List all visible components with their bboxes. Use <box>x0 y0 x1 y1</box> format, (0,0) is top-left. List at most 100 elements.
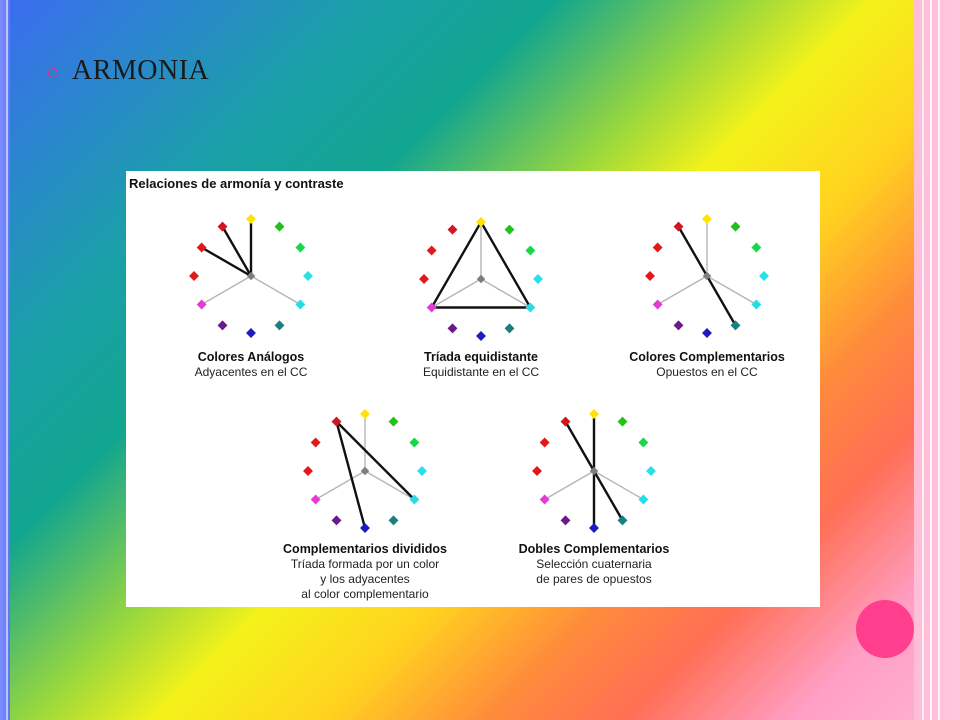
wheel-spoke <box>431 278 482 309</box>
hue-diamond <box>532 466 542 476</box>
hue-diamond <box>295 242 306 253</box>
harmony-line <box>429 219 533 309</box>
hue-diamond <box>274 320 285 331</box>
harmony-line <box>201 246 252 278</box>
hue-diamond <box>525 245 536 256</box>
harmony-line <box>335 421 367 529</box>
hue-diamond <box>426 245 437 256</box>
hue-diamond <box>646 466 656 476</box>
hue-diamond <box>476 217 486 227</box>
wheel-caption: al color complementario <box>301 587 429 601</box>
wheel-caption: de pares de opuestos <box>536 572 651 586</box>
wheel-caption: y los adyacentes <box>320 572 409 586</box>
hue-diamond <box>189 271 199 281</box>
wheel-spoke <box>593 470 644 501</box>
wheel-label: Colores Análogos <box>198 350 305 364</box>
hue-diamond <box>331 515 342 526</box>
hue-diamond <box>589 523 599 533</box>
hue-diamond <box>539 437 550 448</box>
hue-diamond <box>409 437 420 448</box>
wheel-caption: Selección cuaternaria <box>536 557 652 571</box>
wheel-spoke <box>315 470 366 501</box>
hue-diamond <box>539 494 550 505</box>
hue-diamond <box>274 221 285 232</box>
hue-diamond <box>730 221 741 232</box>
hue-diamond <box>196 299 207 310</box>
hue-diamond <box>702 214 712 224</box>
hue-diamond <box>447 323 458 334</box>
wheel-spoke <box>706 275 757 306</box>
hue-diamond <box>331 416 342 427</box>
slide-left-border <box>0 0 10 720</box>
hue-diamond <box>702 328 712 338</box>
hue-diamond <box>476 331 486 341</box>
wheel-caption: Tríada formada por un color <box>291 557 439 571</box>
wheel-center <box>589 466 599 476</box>
hue-diamond <box>303 271 313 281</box>
wheel-spoke <box>544 470 595 501</box>
harmony-line <box>335 420 416 501</box>
wheel-label: Complementarios divididos <box>283 542 447 556</box>
hue-diamond <box>360 523 370 533</box>
hue-diamond <box>310 494 321 505</box>
hue-diamond <box>409 494 420 505</box>
hue-diamond <box>673 221 684 232</box>
hue-diamond <box>617 515 628 526</box>
wheel-spoke <box>480 278 531 309</box>
hue-diamond <box>652 299 663 310</box>
hue-diamond <box>246 214 256 224</box>
wheel-caption: Adyacentes en el CC <box>195 365 308 379</box>
hue-diamond <box>417 466 427 476</box>
wheel-spoke <box>657 275 708 306</box>
hue-diamond <box>638 494 649 505</box>
hue-diamond <box>751 242 762 253</box>
decorative-pink-circle <box>856 600 914 658</box>
slide-right-border <box>914 0 960 720</box>
hue-diamond <box>525 302 536 313</box>
hue-diamond <box>759 271 769 281</box>
hue-diamond <box>645 271 655 281</box>
hue-diamond <box>310 437 321 448</box>
figure-heading: Relaciones de armonía y contraste <box>129 176 344 191</box>
hue-diamond <box>638 437 649 448</box>
wheel-label: Dobles Complementarios <box>519 542 670 556</box>
hue-diamond <box>504 323 515 334</box>
hue-diamond <box>617 416 628 427</box>
wheel-center <box>360 466 370 476</box>
hue-diamond <box>560 416 571 427</box>
hue-diamond <box>303 466 313 476</box>
hue-diamond <box>730 320 741 331</box>
hue-diamond <box>533 274 543 284</box>
wheel-caption: Opuestos en el CC <box>656 365 758 379</box>
hue-diamond <box>419 274 429 284</box>
hue-diamond <box>426 302 437 313</box>
hue-diamond <box>246 328 256 338</box>
hue-diamond <box>388 515 399 526</box>
wheel-label: Colores Complementarios <box>629 350 785 364</box>
hue-diamond <box>388 416 399 427</box>
title-row: ARMONIA <box>48 55 209 87</box>
hue-diamond <box>217 221 228 232</box>
hue-diamond <box>196 242 207 253</box>
wheel-spoke <box>250 275 301 306</box>
wheel-center <box>702 271 712 281</box>
hue-diamond <box>295 299 306 310</box>
hue-diamond <box>560 515 571 526</box>
wheel-label: Tríada equidistante <box>424 350 538 364</box>
wheel-spoke <box>201 275 252 306</box>
hue-diamond <box>751 299 762 310</box>
color-harmony-figure: Relaciones de armonía y contraste Colore… <box>126 171 820 607</box>
bullet-circle-icon <box>48 68 58 78</box>
harmony-line <box>221 226 253 277</box>
hue-diamond <box>217 320 228 331</box>
hue-diamond <box>652 242 663 253</box>
hue-diamond <box>504 224 515 235</box>
hue-diamond <box>589 409 599 419</box>
wheel-caption: Equidistante en el CC <box>423 365 539 379</box>
hue-diamond <box>447 224 458 235</box>
